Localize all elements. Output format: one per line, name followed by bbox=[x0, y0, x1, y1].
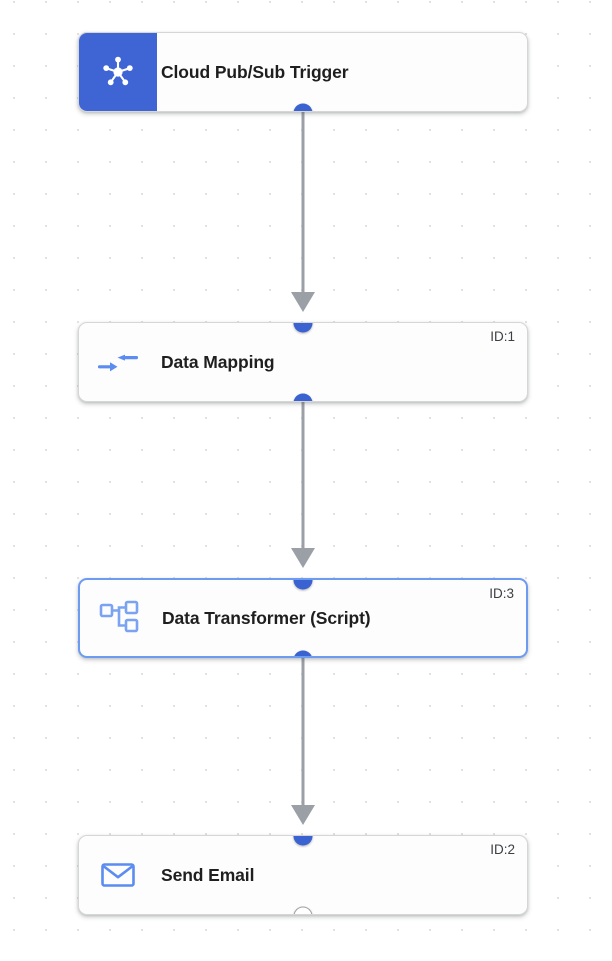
input-port[interactable] bbox=[293, 580, 313, 590]
node-cloud-pubsub-trigger[interactable]: Cloud Pub/Sub Trigger bbox=[78, 32, 528, 112]
output-port[interactable] bbox=[293, 103, 313, 111]
edge-data-mapping-to-data-transformer bbox=[291, 402, 315, 568]
output-port[interactable] bbox=[293, 393, 313, 401]
node-id-badge: ID:2 bbox=[490, 842, 515, 857]
node-data-transformer-script[interactable]: Data Transformer (Script) ID:3 bbox=[78, 578, 528, 658]
output-port[interactable] bbox=[293, 650, 313, 656]
node-id-badge: ID:3 bbox=[489, 586, 514, 601]
input-port[interactable] bbox=[293, 323, 313, 333]
node-title: Cloud Pub/Sub Trigger bbox=[161, 61, 349, 82]
node-body: Data Mapping ID:1 bbox=[157, 323, 527, 401]
envelope-icon bbox=[79, 836, 157, 914]
node-title: Data Mapping bbox=[161, 351, 275, 372]
input-port[interactable] bbox=[293, 836, 313, 846]
node-body: Cloud Pub/Sub Trigger bbox=[157, 33, 527, 111]
node-data-mapping[interactable]: Data Mapping ID:1 bbox=[78, 322, 528, 402]
schema-nodes-icon bbox=[80, 580, 158, 656]
node-title: Data Transformer (Script) bbox=[162, 607, 371, 628]
node-body: Data Transformer (Script) ID:3 bbox=[158, 580, 526, 656]
pubsub-hub-icon bbox=[79, 33, 157, 111]
merge-arrows-icon bbox=[79, 323, 157, 401]
edge-trigger-to-data-mapping bbox=[291, 112, 315, 312]
edge-data-transformer-to-send-email bbox=[291, 658, 315, 825]
node-body: Send Email ID:2 bbox=[157, 836, 527, 914]
node-send-email[interactable]: Send Email ID:2 bbox=[78, 835, 528, 915]
node-title: Send Email bbox=[161, 864, 255, 885]
node-id-badge: ID:1 bbox=[490, 329, 515, 344]
